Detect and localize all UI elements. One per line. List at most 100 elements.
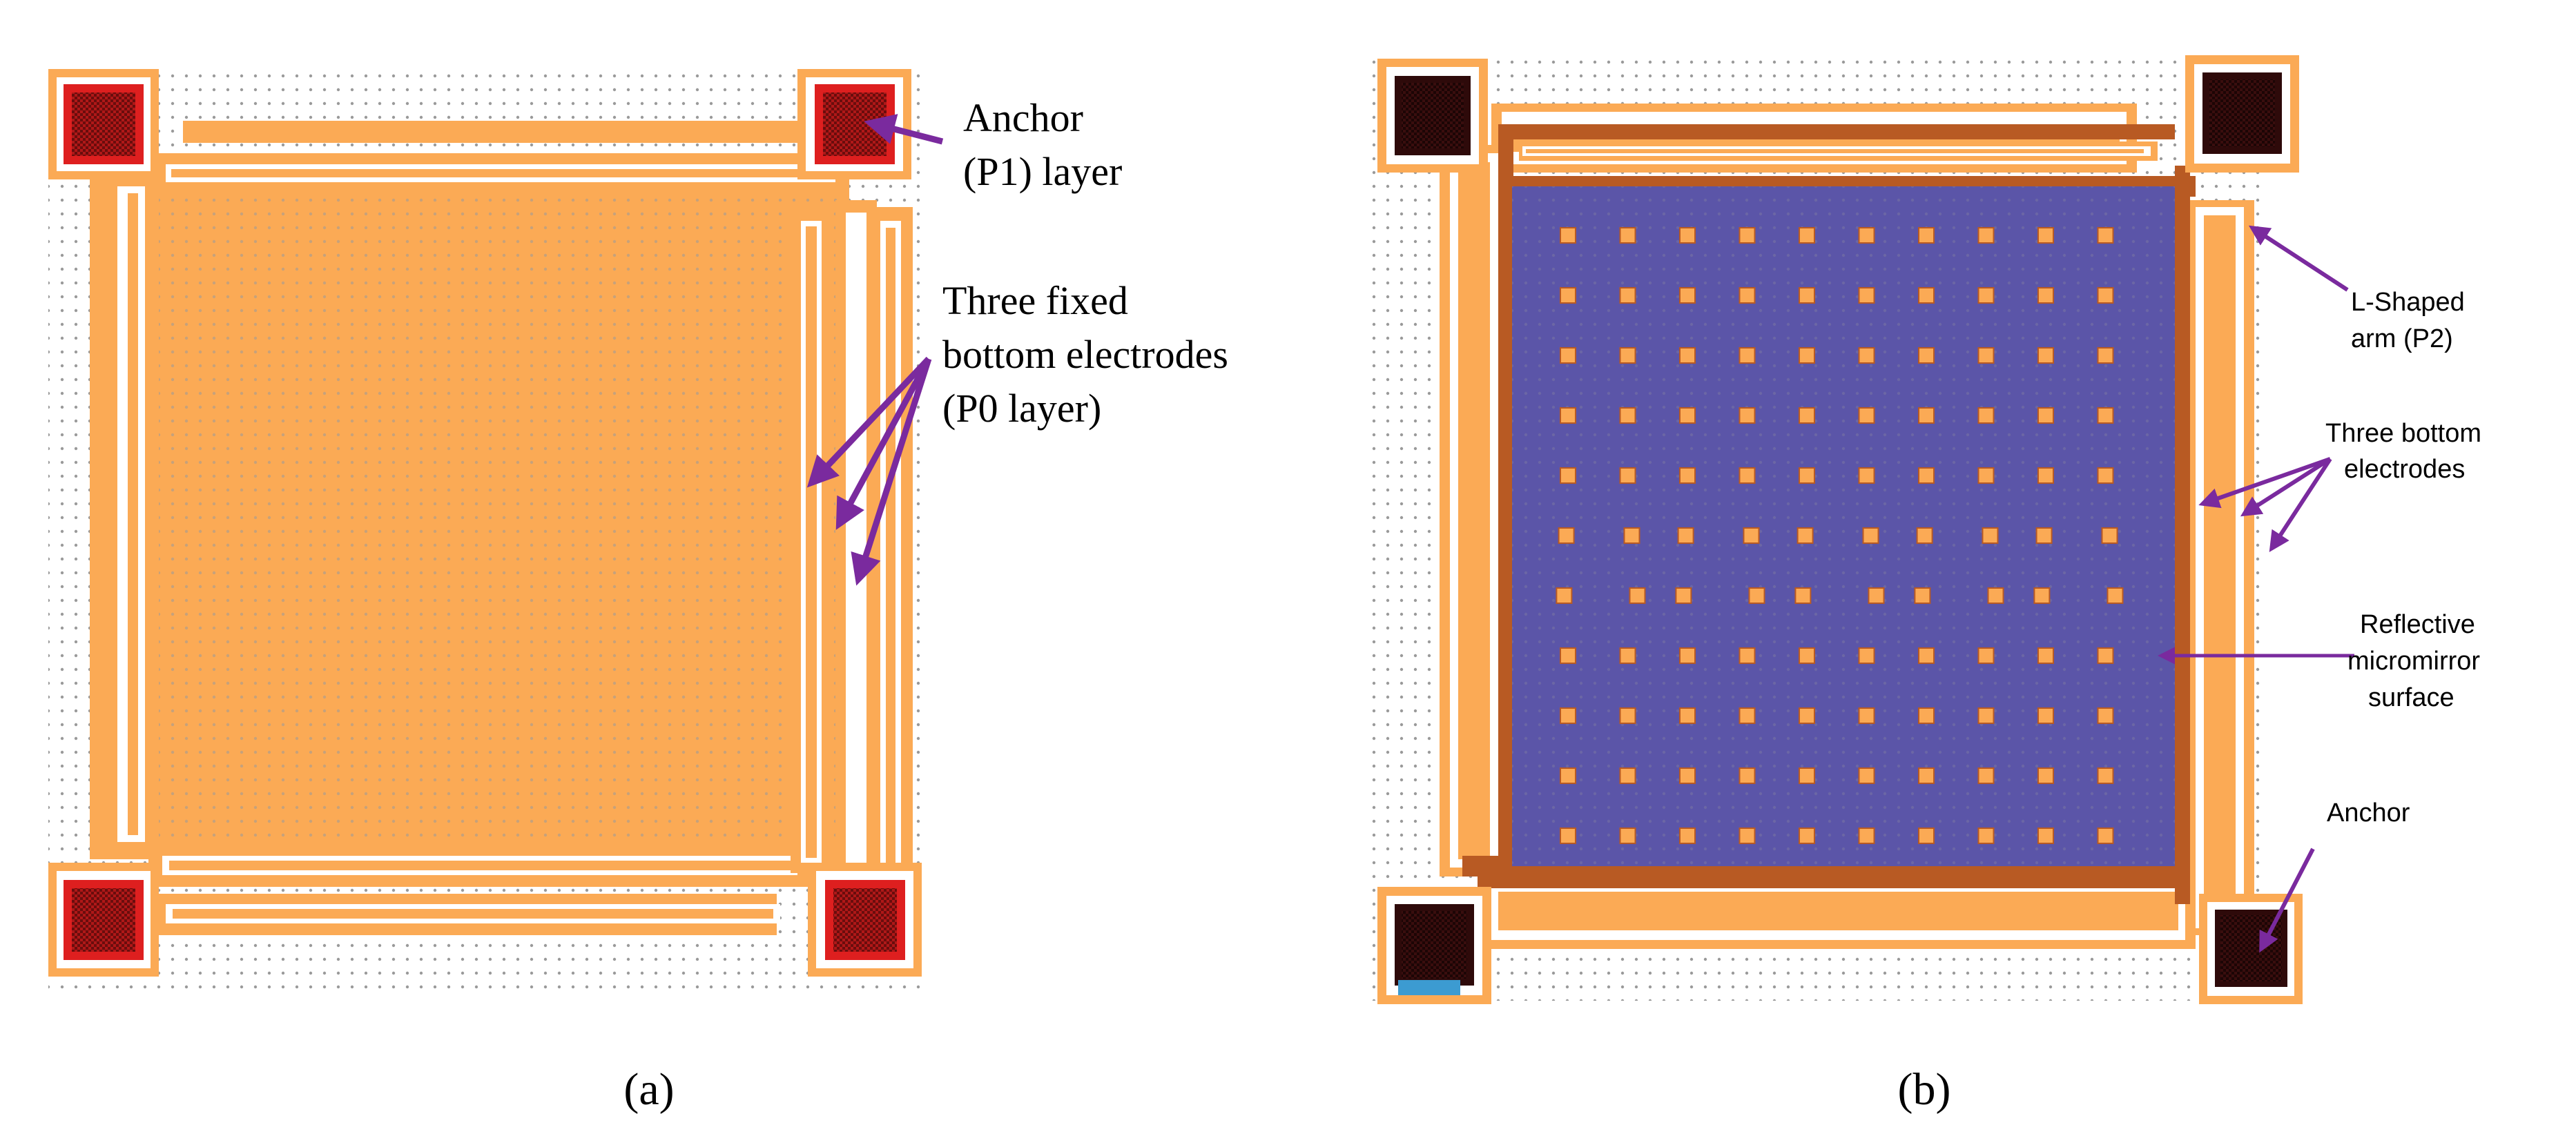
mirror-etch-hole xyxy=(1739,767,1756,784)
mirror-etch-hole xyxy=(2097,647,2114,664)
mirror-etch-hole xyxy=(1858,647,1875,664)
mirror-etch-hole xyxy=(1560,347,1576,364)
mirror-etch-hole xyxy=(1739,287,1756,304)
mirror-etch-hole xyxy=(2097,707,2114,724)
mirror-etch-hole xyxy=(1977,407,1995,424)
mirror-etch-hole xyxy=(2107,587,2124,604)
mirror-etch-hole xyxy=(1977,227,1995,244)
mirror-etch-hole xyxy=(1619,767,1636,784)
mirror-etch-hole xyxy=(1619,287,1636,304)
mirror-etch-hole xyxy=(1619,347,1636,364)
mirror-etch-hole xyxy=(2033,587,2051,604)
mirror-etch-hole xyxy=(1799,287,1815,304)
mirror-etch-hole xyxy=(1619,227,1636,244)
mirror-etch-hole xyxy=(1560,647,1576,664)
mirror-etch-hole xyxy=(2037,347,2054,364)
panel-a-electrode-arrow-1 xyxy=(806,356,931,488)
mirror-etch-hole xyxy=(1858,287,1875,304)
panel-b-electrodes-label-line1: Three bottom xyxy=(2325,419,2481,448)
mirror-etch-hole xyxy=(1799,227,1815,244)
panel-b-anchor-arrow xyxy=(2259,848,2315,953)
mirror-etch-hole xyxy=(2097,827,2114,844)
panel-b-mirror-holes xyxy=(1556,227,2124,844)
panel-a-electrode-arrow-3 xyxy=(851,358,932,586)
mirror-etch-hole xyxy=(1858,227,1875,244)
mirror-etch-hole xyxy=(2097,347,2114,364)
panel-a-anchor-bottom-left xyxy=(48,863,159,977)
panel-b-arm-label-line1: L-Shaped xyxy=(2351,288,2465,317)
mirror-etch-hole xyxy=(1560,227,1576,244)
mirror-etch-hole xyxy=(1918,467,1935,484)
mirror-etch-hole xyxy=(1916,527,1933,544)
panel-a-electrodes-label-line3: (P0 layer) xyxy=(942,386,1101,431)
mirror-etch-hole xyxy=(1918,227,1935,244)
panel-a-anchor-label-line2: (P1) layer xyxy=(963,149,1122,194)
panel-b-anchor-bottom-left xyxy=(1377,887,1491,1004)
panel-a-anchor-top-right xyxy=(797,69,911,179)
mirror-etch-hole xyxy=(1560,707,1576,724)
mirror-etch-hole xyxy=(1977,767,1995,784)
panel-a-anchor-top-left xyxy=(48,69,159,179)
mirror-etch-hole xyxy=(1743,527,1760,544)
mirror-etch-hole xyxy=(1868,587,1885,604)
mirror-etch-hole xyxy=(1982,527,1999,544)
panel-b-electrodes-label-line2: electrodes xyxy=(2344,455,2465,484)
mirror-etch-hole xyxy=(1679,407,1696,424)
mirror-etch-hole xyxy=(1977,287,1995,304)
mirror-etch-hole xyxy=(1794,587,1812,604)
mirror-etch-hole xyxy=(1560,827,1576,844)
panel-b: L-Shaped arm (P2) Three bottom electrode… xyxy=(1371,52,2481,1115)
mirror-etch-hole xyxy=(1799,347,1815,364)
mirror-etch-hole xyxy=(2037,467,2054,484)
mirror-etch-hole xyxy=(1799,767,1815,784)
mirror-etch-hole xyxy=(1619,407,1636,424)
mirror-etch-hole xyxy=(1977,827,1995,844)
mirror-etch-hole xyxy=(1739,467,1756,484)
mirror-etch-hole xyxy=(1858,707,1875,724)
mirror-etch-hole xyxy=(1799,407,1815,424)
mirror-etch-hole xyxy=(1629,587,1646,604)
mirror-etch-hole xyxy=(1560,407,1576,424)
mirror-etch-hole xyxy=(1679,287,1696,304)
mirror-etch-hole xyxy=(1977,647,1995,664)
mirror-etch-hole xyxy=(1918,407,1935,424)
mirror-etch-hole xyxy=(1619,647,1636,664)
mirror-etch-hole xyxy=(2037,227,2054,244)
mirror-etch-hole xyxy=(1862,527,1879,544)
mirror-etch-hole xyxy=(1619,707,1636,724)
mirror-etch-hole xyxy=(2097,467,2114,484)
mirror-etch-hole xyxy=(1987,587,2004,604)
mirror-etch-hole xyxy=(1556,587,1573,604)
mirror-etch-hole xyxy=(1918,347,1935,364)
mirror-etch-hole xyxy=(2097,227,2114,244)
panel-a-anchor-bottom-right xyxy=(808,863,922,977)
mirror-etch-hole xyxy=(1918,707,1935,724)
mirror-etch-hole xyxy=(1977,347,1995,364)
panel-a-electrodes-label-line2: bottom electrodes xyxy=(942,332,1228,377)
panel-a-caption: (a) xyxy=(623,1064,674,1115)
mirror-etch-hole xyxy=(1748,587,1765,604)
panel-a: Anchor (P1) layer Three fixed bottom ele… xyxy=(48,69,1228,1115)
mirror-etch-hole xyxy=(1739,227,1756,244)
mirror-etch-hole xyxy=(2037,767,2054,784)
mirror-etch-hole xyxy=(1858,347,1875,364)
mirror-etch-hole xyxy=(1739,347,1756,364)
panel-b-contact-tab xyxy=(1398,980,1460,995)
mirror-etch-hole xyxy=(1739,407,1756,424)
mirror-etch-hole xyxy=(2097,767,2114,784)
panel-b-mirror-label-line2: micromirror xyxy=(2347,647,2480,676)
panel-a-electrode-arrow-2 xyxy=(835,357,931,530)
mirror-etch-hole xyxy=(1679,707,1696,724)
panel-a-anchor-arrow xyxy=(864,114,944,145)
mirror-etch-hole xyxy=(1623,527,1640,544)
mirror-etch-hole xyxy=(1679,227,1696,244)
panel-b-caption: (b) xyxy=(1898,1064,1951,1115)
mirror-etch-hole xyxy=(1799,707,1815,724)
panel-b-electrode-arrow-1 xyxy=(2198,457,2331,509)
mirror-etch-hole xyxy=(1739,827,1756,844)
panel-b-anchor-label: Anchor xyxy=(2327,799,2410,827)
mirror-etch-hole xyxy=(1675,587,1692,604)
mirror-etch-hole xyxy=(1918,647,1935,664)
mirror-etch-hole xyxy=(1914,587,1931,604)
